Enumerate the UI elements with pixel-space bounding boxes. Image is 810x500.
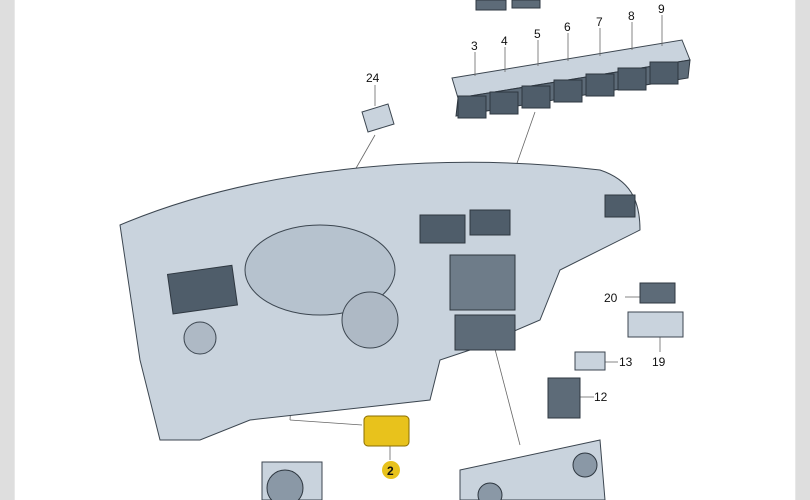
part-12[interactable] [547, 377, 581, 419]
part-20[interactable] [639, 282, 676, 304]
callout-13: 19 [652, 355, 666, 369]
part-climate-control[interactable] [459, 439, 606, 500]
callout-6: 6 [564, 20, 571, 34]
callout-12: 12 [594, 390, 608, 404]
part-top-switches [475, 0, 541, 11]
callout-7: 7 [596, 15, 603, 29]
callout-4: 4 [501, 34, 508, 48]
part-light-switch[interactable] [261, 461, 323, 500]
part-19[interactable] [574, 351, 606, 371]
callout-8: 8 [628, 9, 635, 23]
callout-5: 5 [534, 27, 541, 41]
callout-labels: 3 4 5 6 7 8 9 24 20 19 13 12 [366, 2, 666, 404]
callout-24: 24 [366, 71, 380, 85]
part-2-highlighted[interactable]: 2 [363, 415, 410, 479]
part-24[interactable] [361, 103, 395, 133]
callout-3: 3 [471, 39, 478, 53]
callout-19: 13 [619, 355, 633, 369]
dashboard-body [119, 161, 641, 441]
right-scroll-edge [795, 0, 810, 500]
callout-2: 2 [387, 464, 394, 478]
left-scroll-edge [0, 0, 15, 500]
part-13[interactable] [627, 311, 684, 338]
part-switch-strip[interactable] [451, 39, 691, 119]
callout-20: 20 [604, 291, 618, 305]
callout-9: 9 [658, 2, 665, 16]
